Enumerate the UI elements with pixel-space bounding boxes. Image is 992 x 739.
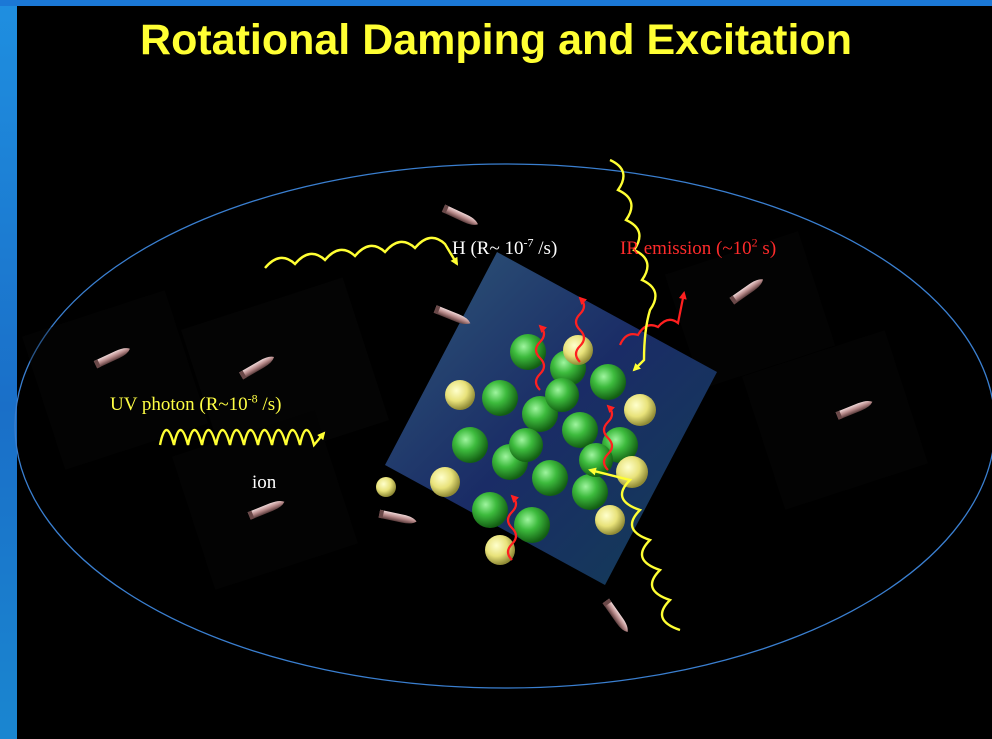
particle-icon bbox=[602, 598, 631, 635]
slide-side-bar bbox=[0, 0, 17, 739]
slide-title: Rotational Damping and Excitation bbox=[140, 16, 852, 64]
uv-photon-label: UV photon (R~10-8 /s) bbox=[110, 391, 282, 415]
ion-label: ion bbox=[252, 472, 277, 493]
photon-arrows bbox=[158, 158, 681, 632]
background-tiles bbox=[22, 231, 928, 590]
particle-icon bbox=[378, 509, 418, 526]
h-collision-label: H (R~ 10-7 /s) bbox=[452, 235, 558, 259]
ir-emission-label: IR emission (~102 s) bbox=[620, 235, 777, 259]
slide-top-bar bbox=[0, 0, 992, 6]
ir-emission-arrows bbox=[506, 291, 687, 561]
region-boundary-ellipse bbox=[14, 163, 992, 689]
pah-molecule bbox=[376, 334, 656, 565]
particle-icon bbox=[441, 204, 480, 228]
